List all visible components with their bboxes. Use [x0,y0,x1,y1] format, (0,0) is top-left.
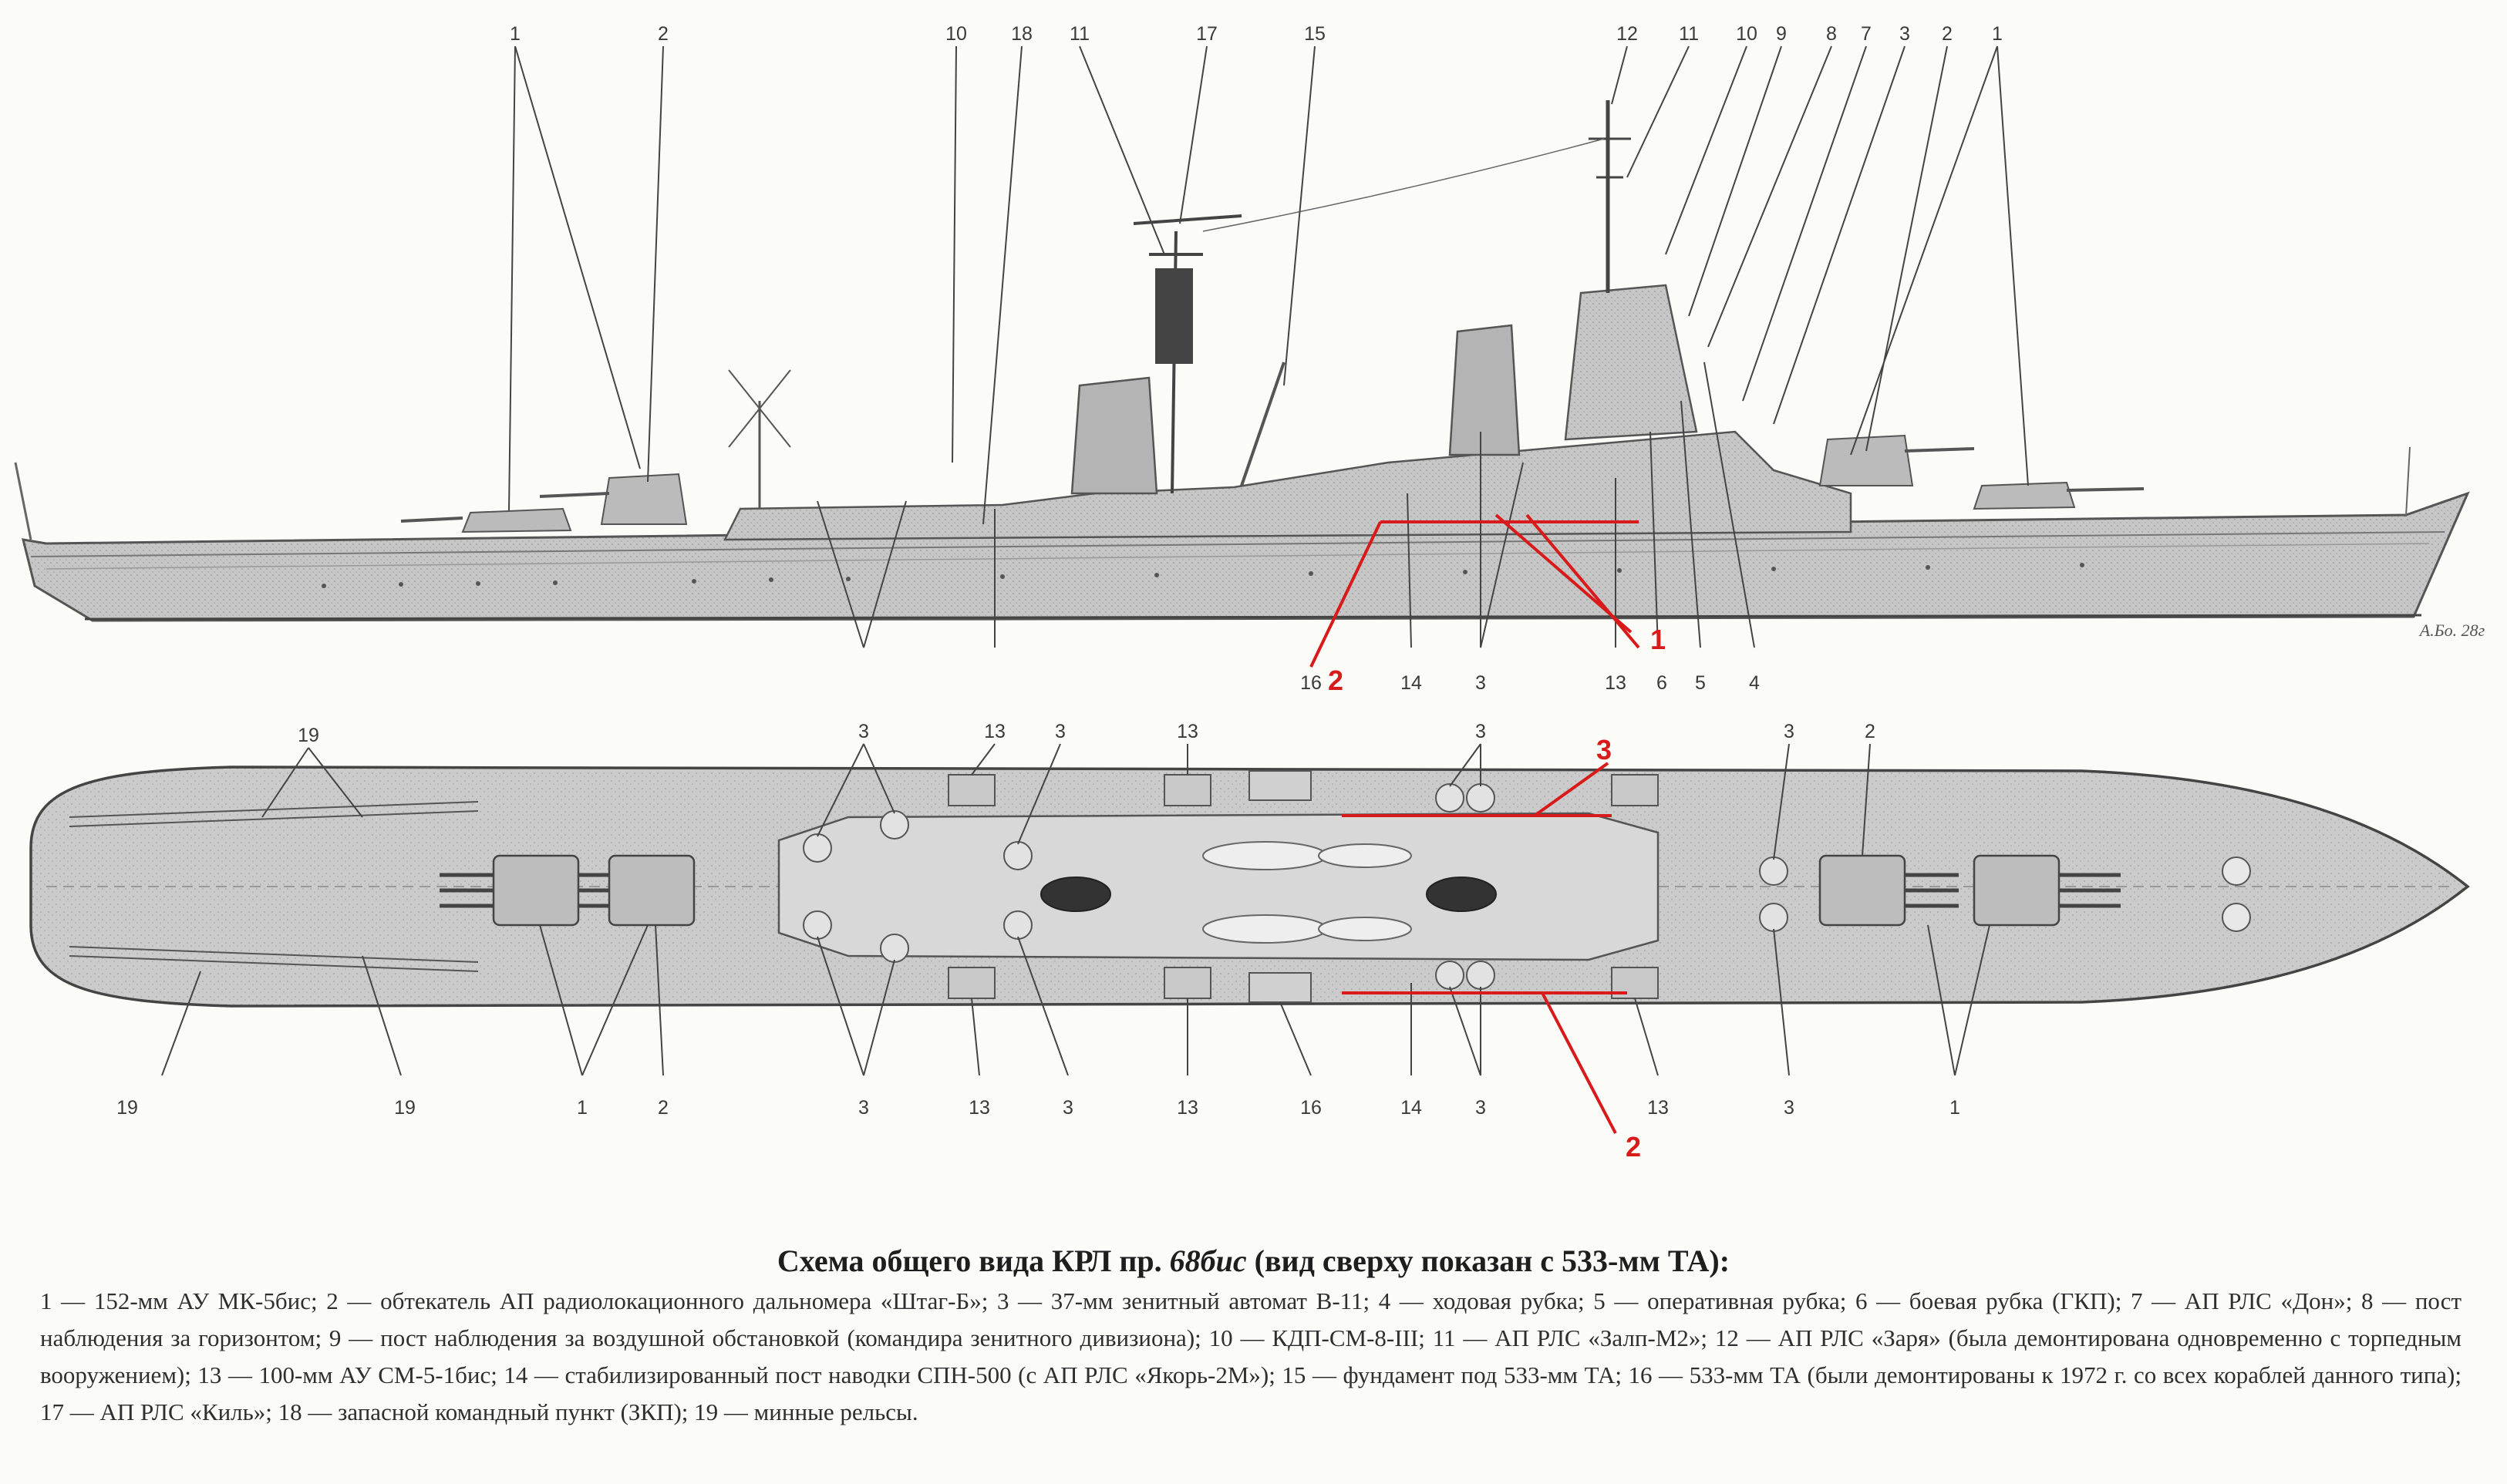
artist-signature: А.Бо. 28г [2418,621,2485,640]
plan-label: 1 [577,1097,588,1119]
profile-aft-turret-2 [600,473,688,525]
profile-label: 14 [1400,672,1422,694]
crane [1240,362,1286,486]
red-line-profile-to-2 [1309,521,1382,668]
plan-anchors [2222,856,2251,932]
red-label-1: 1 [1650,624,1666,655]
plan-aa-guns [803,783,1788,990]
plan-label: 3 [1784,721,1794,742]
plan-label: 3 [858,721,869,742]
red-annotations [1309,513,1640,1134]
profile-label: 2 [1942,23,1953,45]
plan-main-guns [440,873,2121,908]
boats [1202,841,1412,944]
profile-bridge-tower [1564,284,1698,441]
profile-label: 13 [1605,672,1626,694]
profile-fwd-turret-2 [1973,481,2076,510]
red-label-2-plan: 2 [1626,1131,1641,1163]
caption-title: Схема общего вида КРЛ пр. 68бис (вид све… [777,1243,1730,1278]
profile-label: 6 [1656,672,1667,694]
plan-view: 19 3 13 3 13 3 3 2 19 19 1 2 3 13 3 13 1… [29,721,2470,1119]
plan-label: 13 [1177,1097,1198,1119]
profile-label: 1 [510,23,521,45]
plan-torpedo-tubes [1248,770,1312,1003]
profile-label: 3 [1899,23,1910,45]
red-line-profile-to-1b [1525,513,1640,649]
profile-label: 7 [1861,23,1872,45]
profile-hull [21,491,2470,622]
plan-label: 19 [298,725,319,746]
plan-label: 19 [116,1097,138,1119]
profile-aft-turret-1 [461,507,572,533]
profile-label: 17 [1196,23,1218,45]
plan-label: 3 [1784,1097,1794,1119]
plan-label: 3 [1475,1097,1486,1119]
profile-label: 9 [1776,23,1787,45]
red-label-2-profile: 2 [1328,665,1343,696]
plan-label: 13 [1647,1097,1669,1119]
profile-label: 2 [658,23,669,45]
profile-forward-funnel [1448,324,1521,456]
plan-bottom-labels: 19 19 1 2 3 13 3 13 16 14 3 13 3 1 [116,1097,1960,1119]
main-mast [1133,214,1242,494]
profile-label: 12 [1616,23,1638,45]
plan-main-turrets [492,854,2061,927]
profile-aft-funnel [1070,376,1158,495]
plan-label: 3 [1055,721,1066,742]
plan-label: 16 [1300,1097,1322,1119]
red-line-plan-to-3 [1533,762,1609,817]
caption-legend: 1 — 152-мм АУ МК-5бис; 2 — обтекатель АП… [40,1287,2462,1425]
plan-label: 3 [1475,721,1486,742]
plan-label: 2 [1865,721,1875,742]
plan-secondary-guns [948,774,1659,999]
profile-leader-lines [508,45,2029,525]
profile-mid-leaders [817,362,1755,648]
profile-label: 5 [1695,672,1706,694]
plan-label: 13 [1177,721,1198,742]
plan-aft-funnel [1040,877,1111,912]
profile-superstructure [723,430,1852,541]
profile-mid-labels: 16 14 3 13 6 5 4 [1300,672,1760,694]
profile-fwd-turret-1 [1818,434,1914,486]
plan-central-superstructure [777,812,1660,961]
plan-label: 2 [658,1097,669,1119]
waterline [84,614,2422,621]
plan-label: 1 [1949,1097,1960,1119]
profile-label: 11 [1679,23,1699,45]
portholes [322,563,2084,588]
mine-rails [69,801,479,972]
plan-label: 3 [1063,1097,1073,1119]
plan-forward-funnel [1426,877,1497,912]
plan-leader-lines [161,743,1990,1076]
profile-label: 16 [1300,672,1322,694]
profile-label: 4 [1749,672,1760,694]
plan-label: 3 [858,1097,869,1119]
profile-label: 8 [1826,23,1837,45]
side-profile: 1 2 10 18 11 17 15 12 11 10 9 8 7 3 2 1 … [14,23,2485,694]
profile-label: 18 [1011,23,1033,45]
red-label-3: 3 [1596,734,1612,766]
profile-label: 11 [1070,23,1090,45]
profile-label: 1 [1992,23,2003,45]
plan-label: 13 [969,1097,990,1119]
plan-label: 19 [394,1097,416,1119]
red-line-plan-to-2 [1541,992,1617,1134]
profile-label: 15 [1304,23,1326,45]
plan-label: 14 [1400,1097,1422,1119]
profile-label: 10 [945,23,967,45]
profile-label: 10 [1736,23,1757,45]
profile-top-labels: 1 2 10 18 11 17 15 12 11 10 9 8 7 3 2 1 [510,23,2003,45]
plan-top-labels: 19 3 13 3 13 3 3 2 [298,721,1875,746]
plan-label: 13 [984,721,1006,742]
profile-label: 3 [1475,672,1486,694]
